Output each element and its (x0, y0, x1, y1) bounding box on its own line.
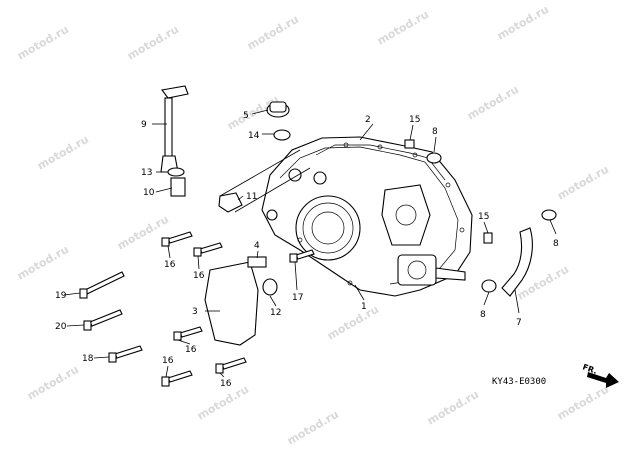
lifter-spring (170, 177, 186, 197)
callout-5: 5 (243, 111, 249, 121)
watermark-text: motod.ru (555, 163, 611, 203)
callout-18: 18 (82, 354, 94, 364)
callout-13: 13 (141, 168, 152, 178)
callout-15: 15 (409, 115, 420, 125)
callout-8: 8 (553, 239, 559, 249)
callout-15: 15 (478, 212, 489, 222)
callout-16: 16 (162, 356, 174, 366)
watermark-text: motod.ru (115, 213, 171, 253)
hose-clamp (541, 209, 557, 221)
watermark-text: motod.ru (15, 23, 71, 63)
o-ring (273, 129, 291, 141)
oil-seal-12 (262, 278, 278, 296)
cover-plate (204, 261, 259, 346)
right-crankcase-cover (261, 136, 473, 297)
watermark-text: motod.ru (555, 383, 611, 423)
leader-lines (63, 109, 557, 378)
callout-17: 17 (292, 293, 303, 303)
watermark-text: motod.ru (465, 83, 521, 123)
dowel-pin (483, 232, 493, 244)
watermark-text: motod.ru (125, 23, 181, 63)
oil-filler-cap (266, 101, 290, 118)
watermark-text: motod.ru (325, 303, 381, 343)
callout-16: 16 (193, 271, 205, 281)
hose-clamp (426, 152, 442, 164)
callout-12: 12 (270, 308, 281, 318)
callout-8: 8 (432, 127, 438, 137)
dowel-pin (404, 139, 415, 149)
bolts (79, 231, 315, 387)
callout-9: 9 (141, 120, 147, 130)
callout-19: 19 (55, 291, 67, 301)
callout-numbers: 2 15 8 5 14 9 13 10 11 15 8 4 16 16 3 1 … (55, 111, 559, 389)
direction-label: FR. (581, 362, 598, 376)
oil-seal (167, 167, 185, 177)
callout-16: 16 (220, 379, 232, 389)
diagram-code: KY43-E0300 (492, 377, 546, 387)
lifter-clip (218, 192, 243, 213)
water-hose (501, 227, 533, 297)
callout-11: 11 (246, 192, 257, 202)
watermark-text: motod.ru (15, 243, 71, 283)
watermark-text: motod.ru (375, 8, 431, 48)
watermark-text: motod.ru (245, 13, 301, 53)
callout-3: 3 (192, 307, 198, 317)
callout-4: 4 (254, 241, 260, 251)
callout-10: 10 (143, 188, 155, 198)
callout-20: 20 (55, 322, 67, 332)
watermark-text: motod.ru (35, 133, 91, 173)
callout-7: 7 (516, 318, 522, 328)
watermark-text: motod.ru (425, 388, 481, 428)
watermark-text: motod.ru (285, 408, 341, 448)
callout-14: 14 (248, 131, 260, 141)
callout-8: 8 (480, 310, 486, 320)
callout-2: 2 (365, 115, 371, 125)
callout-1: 1 (361, 302, 367, 312)
clutch-lifter-arm (160, 85, 189, 173)
hose-clamp (481, 279, 497, 293)
callout-16: 16 (164, 260, 176, 270)
cap-clip (247, 256, 267, 268)
watermark-text: motod.ru (25, 363, 81, 403)
watermark-text: motod.ru (495, 3, 551, 43)
callout-16: 16 (185, 345, 197, 355)
